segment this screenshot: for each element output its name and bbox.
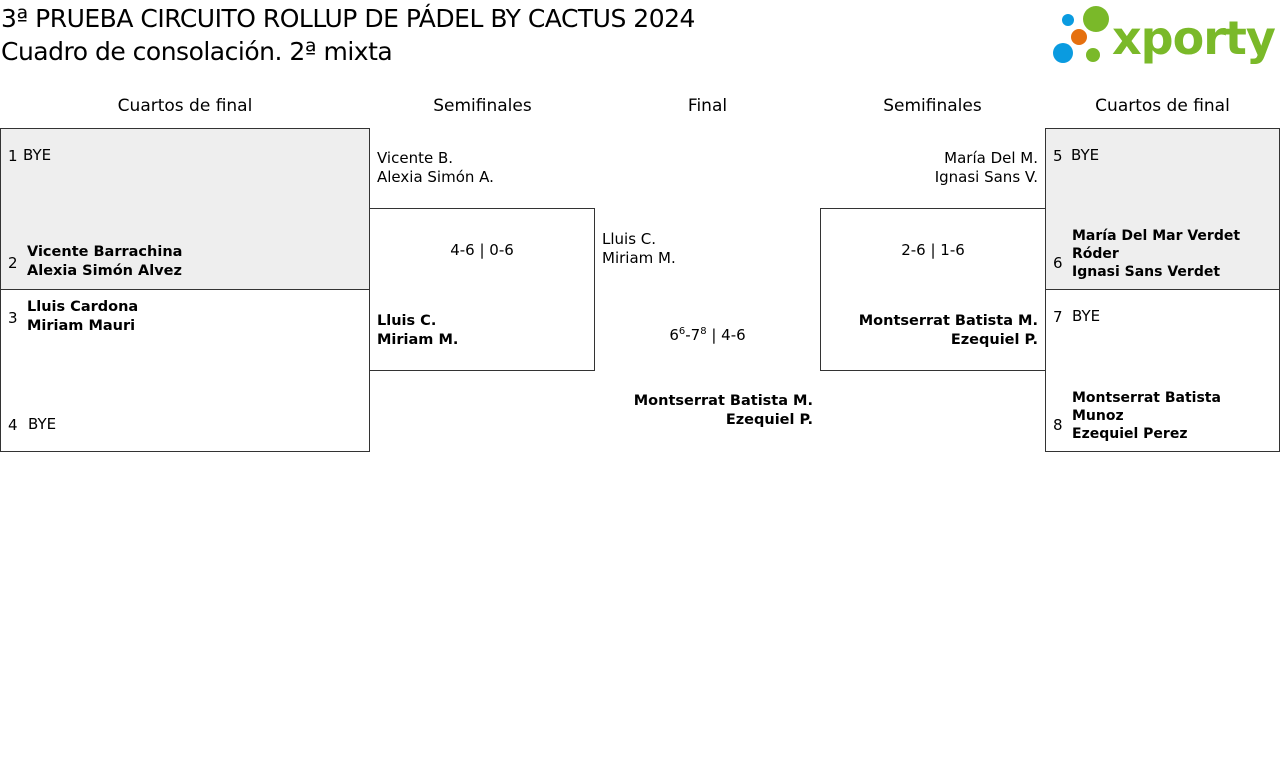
player: Miriam M. [377, 332, 459, 348]
player: BYE [1072, 307, 1101, 325]
player: Montserrat Batista Munoz [1072, 390, 1221, 424]
round-header: Cuartos de final [1095, 96, 1230, 116]
logo-icon: xporty [1053, 6, 1277, 65]
match-box: 5 BYE 6 María Del Mar Verdet Róder Ignas… [1045, 128, 1280, 290]
score: 4-6 | 0-6 [450, 241, 514, 259]
player: Ezequiel P. [725, 412, 813, 428]
svg-text:xporty: xporty [1112, 11, 1275, 65]
player: Ignasi Sans V. [934, 168, 1038, 186]
seed: 2 [8, 254, 18, 272]
final-score: 66-78 | 4-6 [669, 326, 746, 344]
player: Alexia Simón A. [377, 168, 494, 186]
player: Ignasi Sans Verdet [1072, 264, 1221, 280]
player: María Del M. [944, 149, 1038, 167]
match-box: 2-6 | 1-6 Montserrat Batista M. Ezequiel… [820, 208, 1046, 371]
seed: 8 [1053, 416, 1063, 434]
player: BYE [23, 146, 52, 164]
player: BYE [28, 415, 57, 433]
seed: 5 [1053, 147, 1063, 165]
round-header: Semifinales [883, 96, 982, 116]
seed: 3 [8, 309, 18, 327]
player: Montserrat Batista M. [858, 313, 1038, 329]
player: BYE [1071, 146, 1100, 164]
team: Montserrat Batista Munoz Ezequiel Perez [1072, 389, 1275, 443]
round-header: Cuartos de final [117, 96, 253, 116]
round-header: Final [687, 96, 728, 116]
player: Ezequiel Perez [1072, 426, 1188, 442]
seed: 4 [8, 416, 18, 434]
player: Vicente B. [377, 149, 454, 167]
round-header: Semifinales [433, 96, 532, 116]
tournament-title: 3ª PRUEBA CIRCUITO ROLLUP DE PÁDEL BY CA… [1, 4, 695, 33]
draw-subtitle: Cuadro de consolación. 2ª mixta [1, 37, 393, 66]
xporty-logo[interactable]: xporty [1050, 4, 1277, 70]
player: Ezequiel P. [950, 332, 1038, 348]
match-box: 3 Lluis Cardona Miriam Mauri 4 BYE [0, 289, 370, 452]
match-box: 1 BYE 2 Vicente Barrachina Alexia Simón … [0, 128, 370, 290]
seed: 1 [8, 147, 18, 165]
player: Lluis C. [602, 230, 657, 248]
player: Lluis C. [377, 313, 437, 329]
seed: 6 [1053, 254, 1063, 272]
player: Vicente Barrachina [27, 244, 183, 260]
player: Miriam M. [602, 249, 676, 267]
score: 2-6 | 1-6 [901, 241, 965, 259]
player: María Del Mar Verdet Róder [1072, 228, 1241, 262]
seed: 7 [1053, 308, 1063, 326]
match-box: 7 BYE 8 Montserrat Batista Munoz Ezequie… [1045, 289, 1280, 452]
page-title: 3ª PRUEBA CIRCUITO ROLLUP DE PÁDEL BY CA… [1, 2, 695, 68]
match-box: 4-6 | 0-6 Lluis C. Miriam M. [369, 208, 595, 371]
player: Alexia Simón Alvez [27, 263, 182, 279]
player: Lluis Cardona [27, 299, 139, 315]
team: María Del Mar Verdet Róder Ignasi Sans V… [1072, 227, 1275, 281]
player: Miriam Mauri [27, 318, 136, 334]
player: Montserrat Batista M. [633, 393, 813, 409]
